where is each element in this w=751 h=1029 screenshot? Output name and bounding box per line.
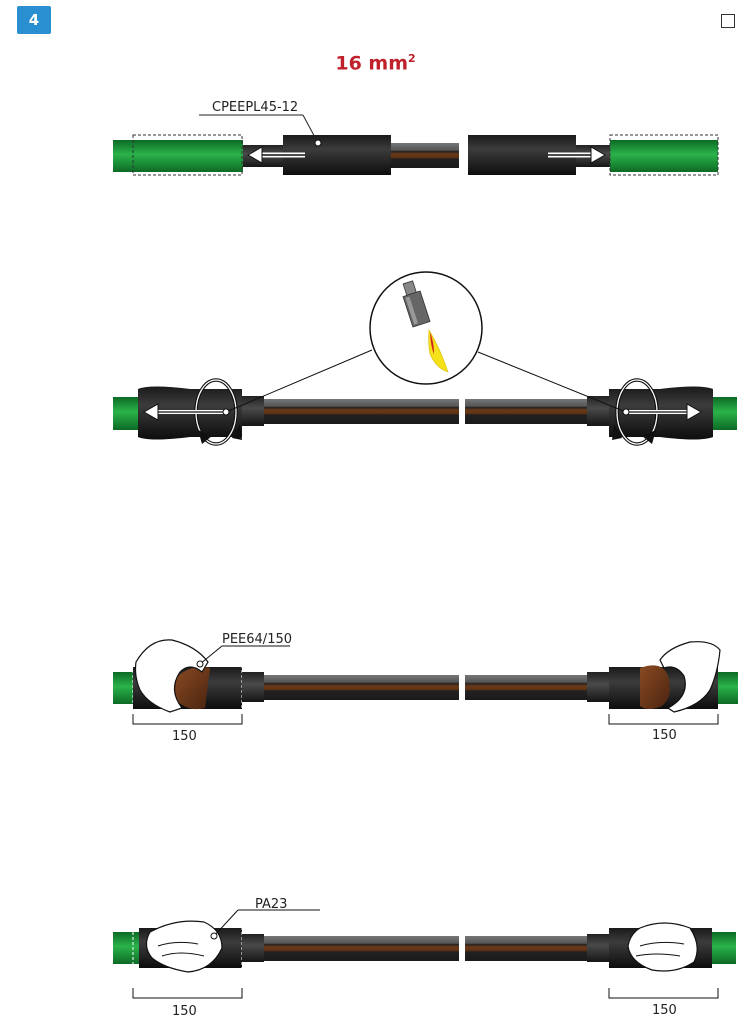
dim-right-4: 150 bbox=[652, 1003, 677, 1018]
dim-left-3: 150 bbox=[172, 729, 197, 744]
arrow-out-right-icon bbox=[626, 403, 703, 421]
title-superscript: 2 bbox=[408, 52, 416, 65]
sheath-right-4 bbox=[587, 934, 609, 962]
hand-left-4-icon bbox=[145, 920, 223, 973]
sheath-left-4 bbox=[242, 934, 264, 962]
label-cpeepl: CPEEPL45-12 bbox=[199, 100, 322, 147]
mastic-tape-right bbox=[640, 665, 670, 709]
hand-left-icon bbox=[134, 639, 209, 713]
panel-4-tape: PA23 150 150 bbox=[113, 897, 736, 1019]
green-cable-left-4 bbox=[113, 932, 139, 964]
title-main: 16 mm bbox=[335, 52, 408, 75]
label-pa23-text: PA23 bbox=[255, 897, 287, 912]
conductor-left bbox=[391, 143, 459, 168]
arrow-left-icon bbox=[246, 146, 305, 164]
step-number-badge: 4 bbox=[17, 6, 51, 34]
sheath-right-3 bbox=[587, 672, 609, 702]
sheath-left-2 bbox=[242, 396, 264, 426]
torch-icon bbox=[402, 280, 431, 328]
green-cable-right-2 bbox=[713, 397, 737, 430]
torch-detail bbox=[369, 271, 483, 385]
panel-2-heat-shrink bbox=[113, 271, 737, 446]
sheath-right-2 bbox=[587, 396, 609, 426]
hand-right-icon bbox=[659, 641, 721, 713]
arrow-out-left-icon bbox=[142, 403, 228, 421]
panel-3-mastic: PEE64/150 150 150 bbox=[113, 632, 738, 744]
conductor-right-2 bbox=[465, 399, 587, 424]
dashed-zone-left bbox=[132, 134, 243, 176]
conductor-left-3 bbox=[264, 675, 459, 700]
green-cable-right bbox=[610, 140, 718, 172]
mastic-tape-left bbox=[174, 667, 210, 710]
cable-break bbox=[459, 143, 466, 168]
completion-checkbox[interactable] bbox=[721, 14, 735, 28]
dashed-zone-right bbox=[609, 134, 719, 176]
conductor-right-4 bbox=[465, 936, 587, 961]
cable-size-title: 16 mm2 bbox=[0, 52, 751, 74]
hand-right-4-icon bbox=[627, 922, 698, 972]
conductor-left-4 bbox=[264, 936, 459, 961]
green-cable-left-2 bbox=[113, 397, 141, 430]
conductor-right-3 bbox=[465, 675, 587, 700]
dim-left-4: 150 bbox=[172, 1004, 197, 1019]
flame-icon bbox=[428, 329, 449, 373]
panel-1-sleeve-positioning: CPEEPL45-12 bbox=[113, 100, 719, 176]
conductor-left-2 bbox=[264, 399, 459, 424]
label-pee64-text: PEE64/150 bbox=[222, 632, 292, 647]
green-cable-left bbox=[113, 140, 243, 172]
sheath-left-3 bbox=[242, 672, 264, 702]
arrow-right-icon bbox=[548, 146, 607, 164]
green-cable-right-4 bbox=[712, 932, 736, 964]
dim-right-3: 150 bbox=[652, 728, 677, 743]
green-cable-right-3 bbox=[718, 672, 738, 704]
label-cpeepl-text: CPEEPL45-12 bbox=[212, 100, 298, 115]
